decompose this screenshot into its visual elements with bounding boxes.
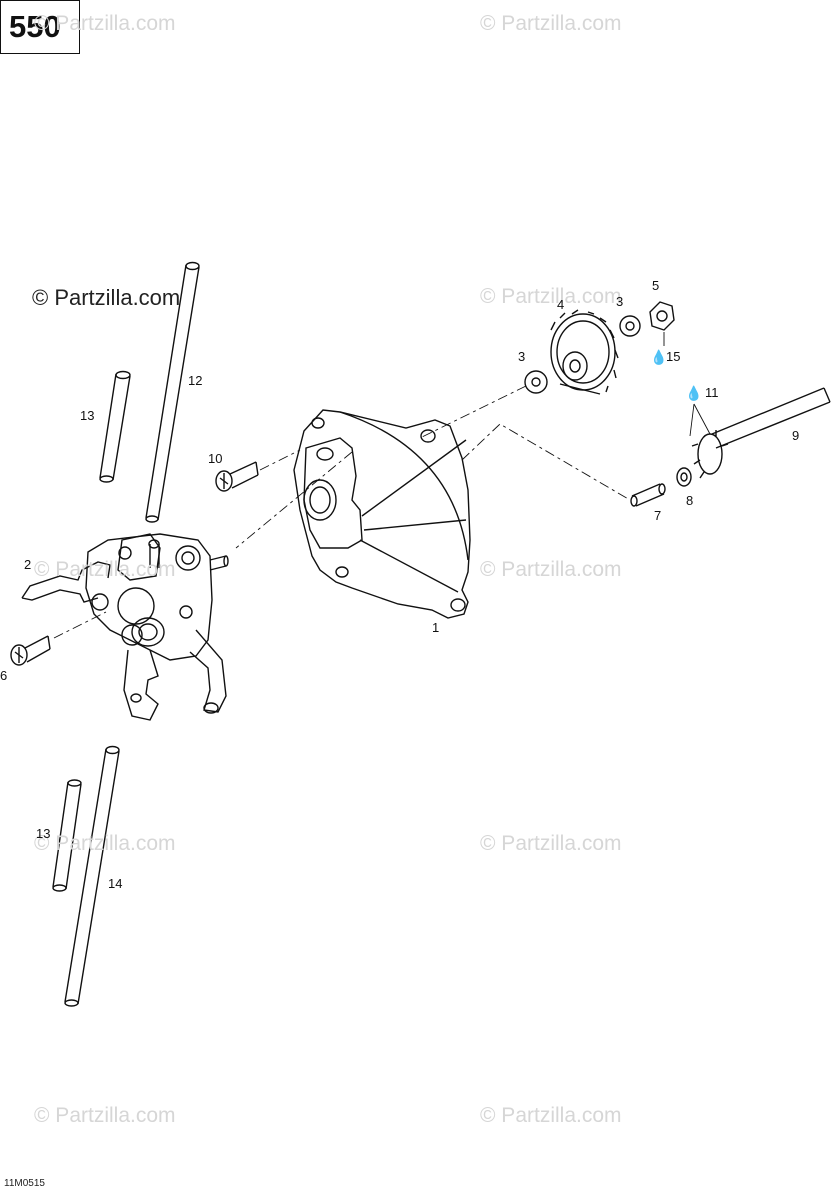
- callout-8: 8: [686, 493, 694, 508]
- figure-code: 11M0515: [4, 1178, 45, 1189]
- washer-8: [676, 467, 692, 487]
- housing-1: [293, 409, 471, 619]
- watermark: © Partzilla.com: [480, 558, 622, 581]
- washer-3-left: [524, 370, 548, 394]
- watermark: © Partzilla.com: [32, 285, 181, 310]
- callout-6: 6: [0, 668, 8, 683]
- oil-drop-icon: 💧: [650, 349, 668, 365]
- callout-11: 11: [705, 385, 719, 400]
- hose-13-lower: [52, 779, 82, 892]
- nut-5: [649, 301, 675, 331]
- pinion-11: [691, 430, 729, 479]
- callout-13-upper: 13: [80, 408, 95, 423]
- callout-14: 14: [108, 876, 123, 891]
- callout-9: 9: [792, 428, 800, 443]
- washer-3-right: [619, 315, 641, 337]
- watermark: © Partzilla.com: [480, 832, 622, 855]
- oil-pump-body: [85, 533, 229, 721]
- assembly-axes: [53, 385, 631, 639]
- callout-3-right: 3: [616, 294, 624, 309]
- callout-1: 1: [432, 620, 440, 635]
- page-number: 550: [0, 0, 80, 54]
- watermark: © Partzilla.com: [34, 832, 176, 855]
- watermark: © Partzilla.com: [34, 1104, 176, 1127]
- callout-13-lower: 13: [36, 826, 51, 841]
- callout-12: 12: [188, 373, 203, 388]
- callout-10: 10: [208, 451, 223, 466]
- watermark: © Partzilla.com: [34, 558, 176, 581]
- callout-15: 15: [666, 349, 681, 364]
- gear-4: [550, 309, 619, 395]
- leader-lines: [663, 332, 711, 437]
- oil-drop-icon: 💧: [685, 385, 703, 401]
- pin-7: [630, 483, 666, 507]
- hose-13-upper: [99, 370, 131, 483]
- callout-3-left: 3: [518, 349, 526, 364]
- watermark: © Partzilla.com: [480, 12, 622, 35]
- screw-10: [215, 461, 259, 492]
- callout-7: 7: [654, 508, 662, 523]
- watermark: © Partzilla.com: [34, 12, 176, 35]
- watermark: © Partzilla.com: [480, 1104, 622, 1127]
- callout-5: 5: [652, 278, 660, 293]
- watermark: © Partzilla.com: [480, 285, 622, 308]
- lever-2: [21, 561, 111, 603]
- callout-2: 2: [24, 557, 32, 572]
- callout-4: 4: [557, 297, 565, 312]
- hose-14: [64, 745, 120, 1007]
- screw-6: [10, 635, 51, 666]
- shaft-9: [711, 387, 831, 449]
- hose-12: [145, 261, 200, 523]
